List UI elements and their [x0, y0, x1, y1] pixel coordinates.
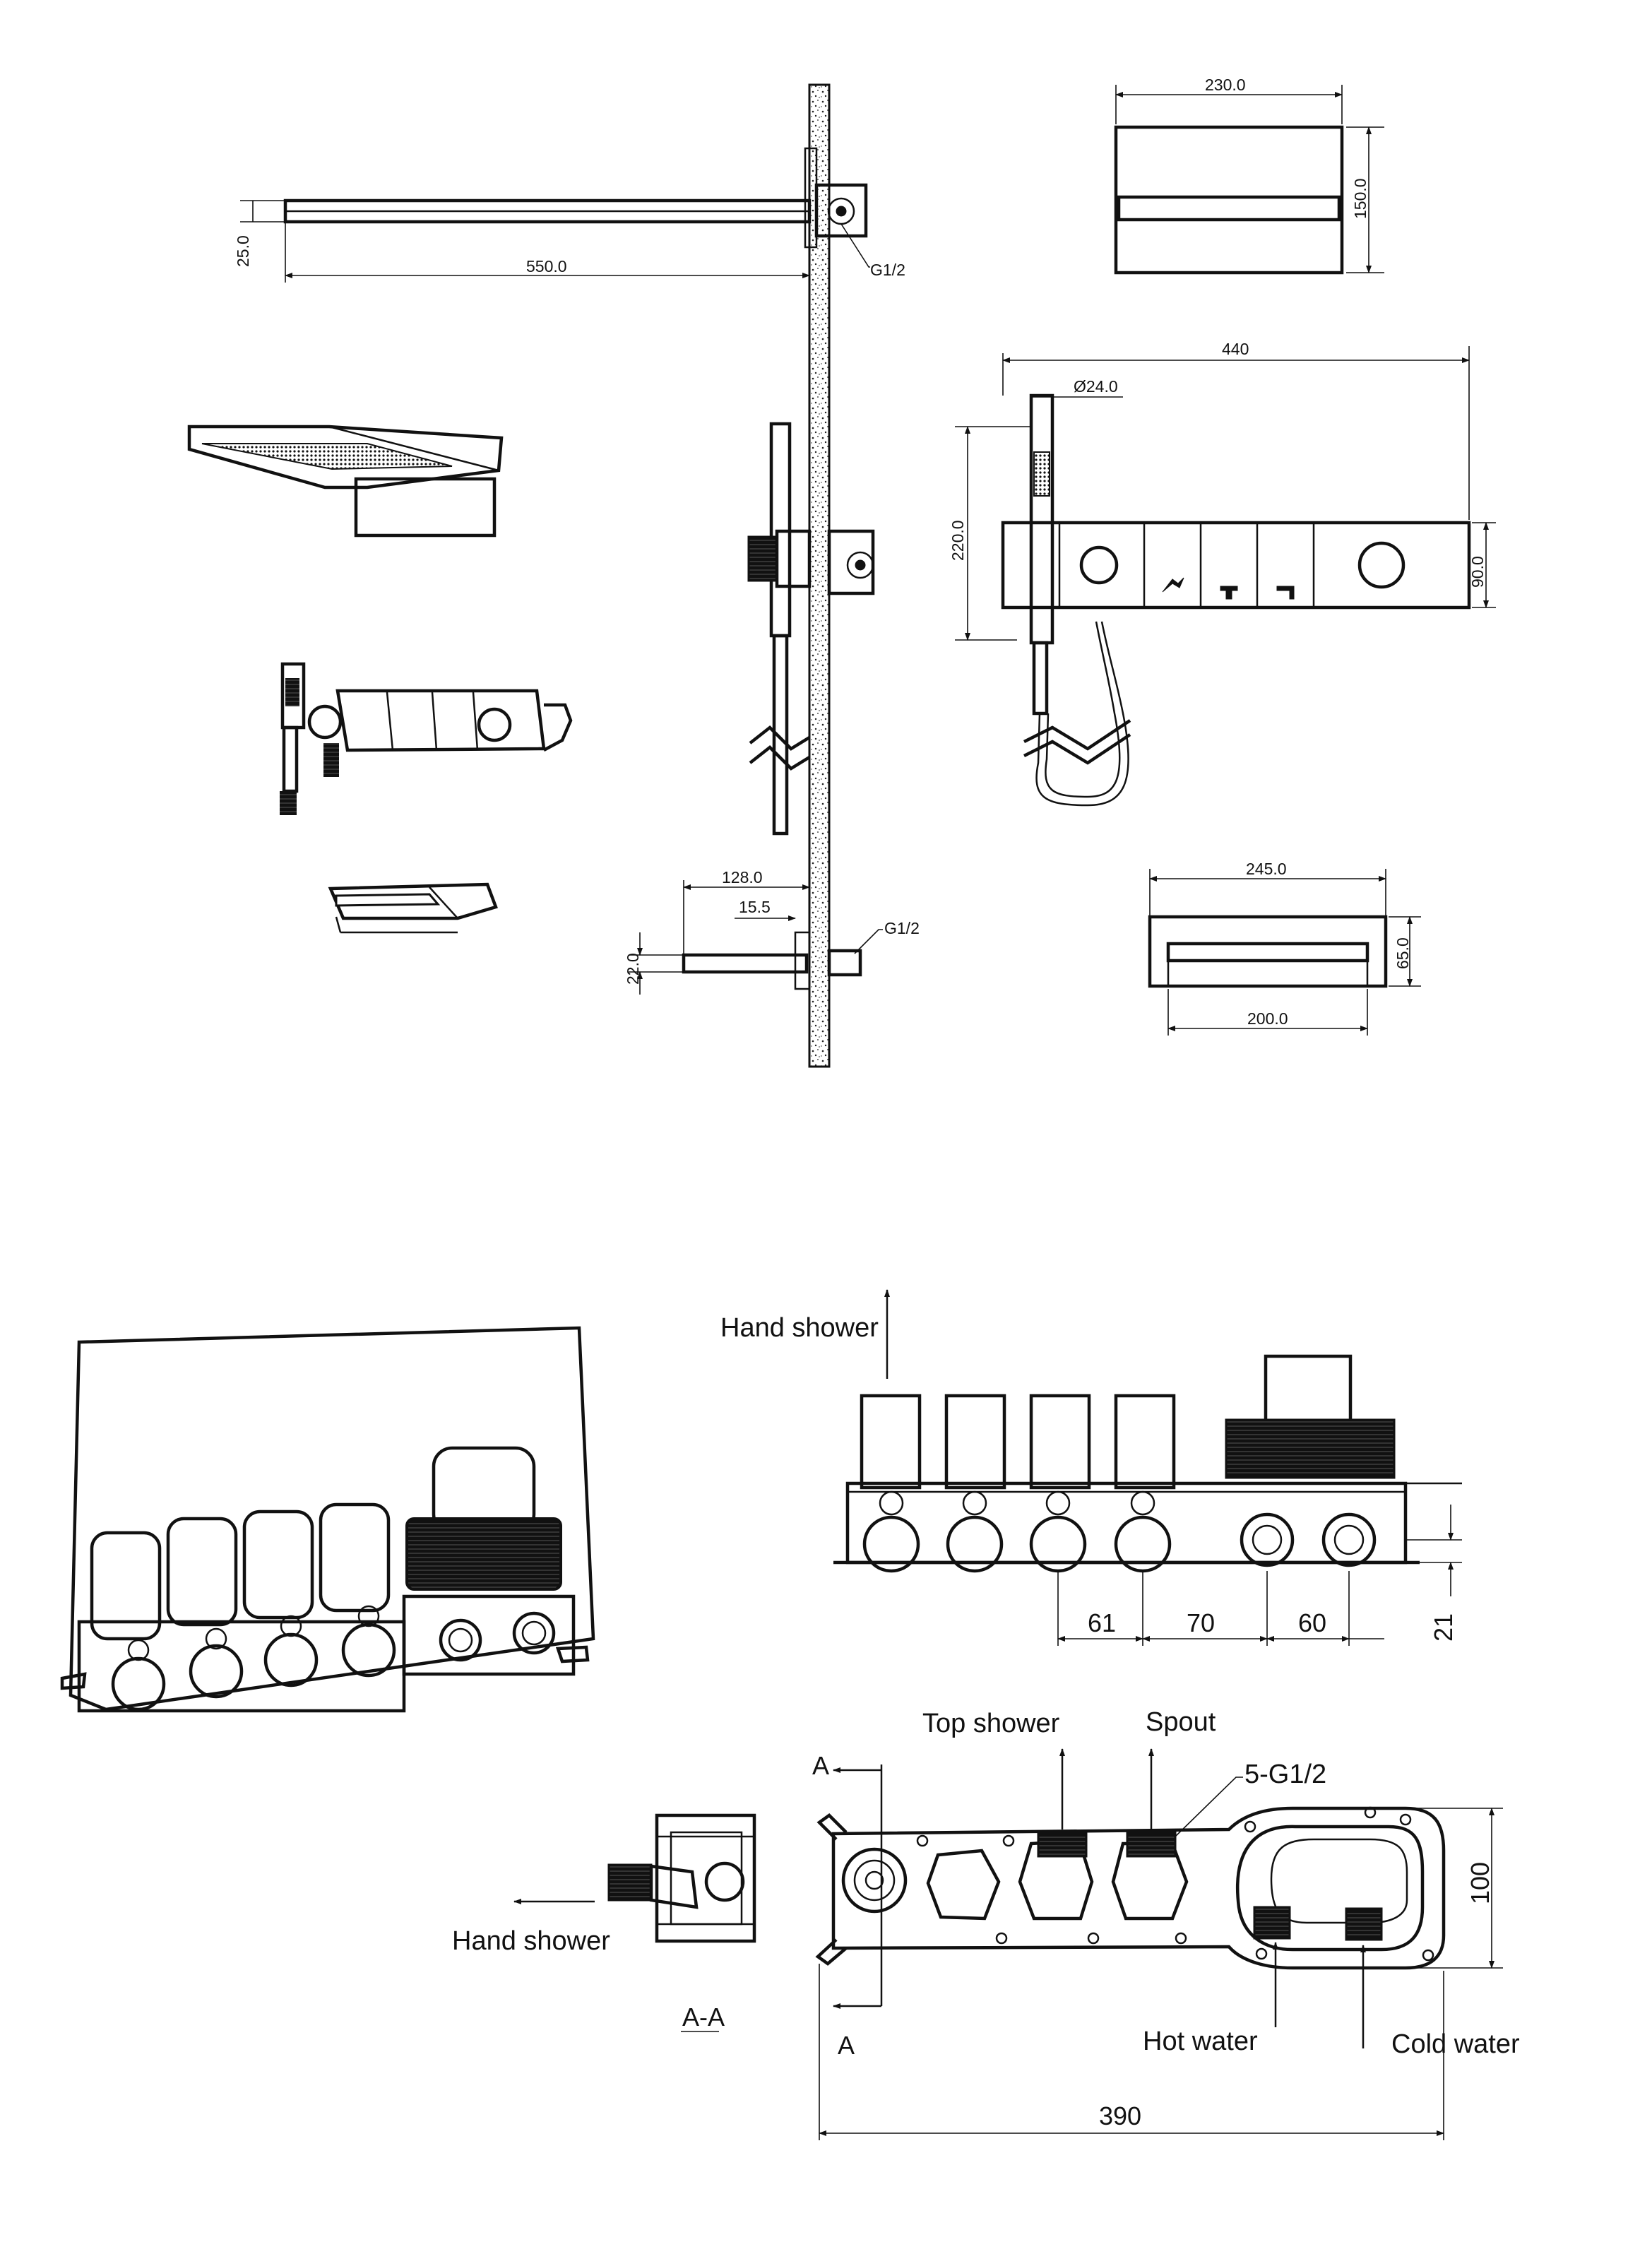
- hand-shower-section-label: Hand shower: [452, 1926, 610, 1956]
- top-shower-label: Top shower: [922, 1709, 1060, 1738]
- rain-head-front-view: 230.0 150.0: [1114, 76, 1384, 275]
- hand-shower-outlet-label: Hand shower: [720, 1313, 879, 1343]
- spout-inlet-thread: G1/2: [884, 919, 920, 937]
- head-height-dimension: 150.0: [1351, 178, 1369, 219]
- spout-height-dimension: 65.0: [1393, 937, 1412, 969]
- valve-length-dimension: 390: [1099, 2101, 1141, 2130]
- panel-height-dimension: 90.0: [1468, 556, 1487, 588]
- section-mark-bottom: A: [838, 2031, 855, 2060]
- panel-total-height-dimension: 220.0: [949, 520, 967, 561]
- head-width-dimension: 230.0: [1205, 76, 1246, 94]
- top-inlet-thread: G1/2: [870, 261, 905, 279]
- spout-offset-dimension: 15.5: [739, 898, 771, 916]
- cold-water-label: Cold water: [1391, 2029, 1520, 2059]
- hot-water-label: Hot water: [1143, 2027, 1258, 2056]
- arm-length-dimension: 550.0: [526, 257, 567, 275]
- control-panel-perspective: [280, 662, 573, 815]
- valve-depth-dimension: 21: [1429, 1613, 1458, 1642]
- spout-perspective: [328, 882, 498, 934]
- control-panel-front-view: 440 Ø24.0 220.0 90.0: [949, 340, 1496, 807]
- valve-body-front-view: Hand shower 61 70 60 21: [720, 1289, 1462, 1646]
- shower-arm-side-view: 550.0 25.0 G1/2: [234, 147, 905, 283]
- valve-spacing-2: 70: [1187, 1608, 1215, 1637]
- valve-spacing-1: 61: [1088, 1608, 1116, 1637]
- wall-section: [808, 83, 831, 1068]
- spout-front-view: 245.0 65.0 200.0: [1148, 860, 1421, 1036]
- panel-width-dimension: 440: [1222, 340, 1249, 358]
- valve-body-perspective: [60, 1326, 595, 1713]
- spout-length-dimension: 128.0: [722, 868, 763, 886]
- spout-top-width-dimension: 245.0: [1246, 860, 1287, 878]
- valve-height-dimension: 100: [1466, 1862, 1494, 1904]
- spout-side-view: 128.0 15.5 22.0 G1/2: [624, 868, 920, 995]
- hand-shower-side-view: [747, 422, 875, 836]
- section-mark-top: A: [812, 1751, 829, 1780]
- handshower-diameter-dimension: Ø24.0: [1074, 377, 1118, 396]
- section-view-a-a: Hand shower A-A: [452, 1813, 756, 2032]
- spout-thickness-dimension: 22.0: [624, 953, 642, 985]
- arm-thickness-dimension: 25.0: [234, 235, 252, 267]
- perspective-cartridges: [90, 1446, 562, 1641]
- connection-threads-label: 5-G1/2: [1244, 1760, 1326, 1789]
- spout-label: Spout: [1146, 1707, 1216, 1737]
- rain-head-perspective: [187, 425, 504, 538]
- valve-body-plan-view: A A Top shower Spout 5-G1/2 Hot water Co…: [812, 1707, 1520, 2140]
- section-label: A-A: [682, 2003, 725, 2031]
- valve-spacing-3: 60: [1298, 1608, 1326, 1637]
- spout-bottom-width-dimension: 200.0: [1247, 1009, 1288, 1028]
